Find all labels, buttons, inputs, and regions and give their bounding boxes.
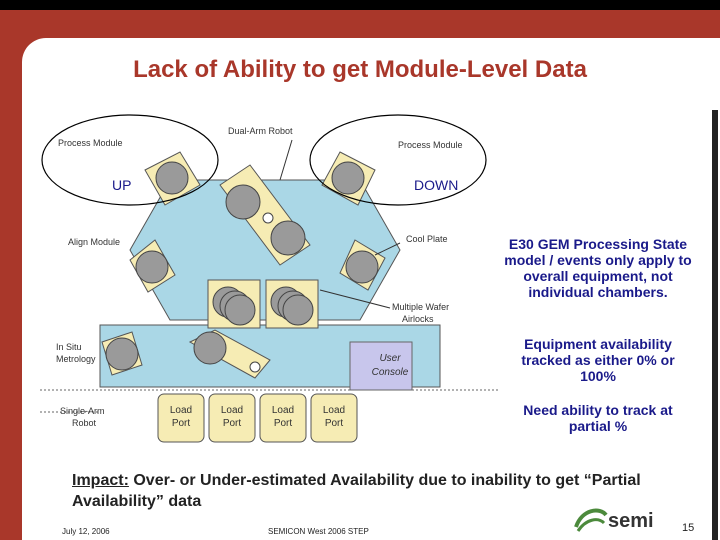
user-console: User Console [349, 341, 413, 391]
single-arm-robot [188, 329, 271, 379]
cool-plate-module [339, 239, 386, 291]
top-black-bar [0, 0, 720, 10]
airlock-left [207, 279, 261, 329]
svg-text:Load: Load [323, 405, 345, 416]
footer-date: July 12, 2006 [62, 527, 110, 536]
align-module-label: Align Module [68, 237, 120, 247]
user-console-label-1: User [379, 353, 401, 364]
down-label: DOWN [414, 177, 458, 193]
leader-line [279, 139, 293, 181]
airlock-right [265, 279, 319, 329]
align-module [129, 239, 176, 293]
page-number: 15 [682, 522, 695, 534]
semi-logo: semi [572, 505, 672, 540]
svg-text:Load: Load [221, 405, 243, 416]
process-module-right-label: Process Module [398, 140, 463, 150]
svg-text:Port: Port [223, 418, 242, 429]
dual-arm-robot [219, 164, 311, 266]
svg-text:Port: Port [325, 418, 344, 429]
in-situ-label: In Situ [56, 342, 82, 352]
logo-swoosh-icon [574, 508, 608, 528]
robot-label: Robot [72, 418, 97, 428]
load-port-4: Load Port [310, 393, 358, 443]
load-port-2: Load Port [208, 393, 256, 443]
single-arm-label: Single-Arm [60, 406, 105, 416]
svg-text:Port: Port [172, 418, 191, 429]
in-situ-metrology-module [101, 331, 143, 376]
up-ellipse [41, 114, 219, 206]
metrology-label: Metrology [56, 354, 96, 364]
note-availability: Equipment availability tracked as either… [521, 336, 675, 384]
impact-statement: Impact: Over- or Under-estimated Availab… [72, 470, 692, 512]
load-port-3: Load Port [259, 393, 307, 443]
multiple-wafer-label: Multiple Wafer [392, 302, 449, 312]
footer-center: SEMICON West 2006 STEP [268, 527, 369, 536]
svg-text:Port: Port [274, 418, 293, 429]
right-edge-bar [712, 110, 718, 540]
down-ellipse [309, 114, 487, 206]
leader-line [319, 289, 391, 309]
svg-text:Load: Load [272, 405, 294, 416]
process-module-left [144, 151, 201, 206]
load-port-1: Load Port [157, 393, 205, 443]
leader-line [374, 242, 401, 256]
logo-text: semi [608, 510, 654, 532]
process-module-left-label: Process Module [58, 138, 123, 148]
slide-title: Lack of Ability to get Module-Level Data [133, 56, 587, 83]
note-e30-gem: E30 GEM Processing State model / events … [504, 236, 692, 300]
cool-plate-label: Cool Plate [406, 234, 448, 244]
impact-text: Over- or Under-estimated Availability du… [72, 472, 641, 510]
airlocks-label: Airlocks [402, 314, 434, 324]
up-label: UP [112, 177, 131, 193]
dual-arm-robot-label: Dual-Arm Robot [228, 126, 293, 136]
svg-text:Load: Load [170, 405, 192, 416]
cluster-tool-diagram: User Console Load Port Load Port Load Po… [40, 110, 510, 450]
impact-label: Impact: [72, 472, 129, 489]
user-console-label-2: Console [372, 367, 409, 378]
note-partial: Need ability to track at partial % [523, 402, 673, 434]
